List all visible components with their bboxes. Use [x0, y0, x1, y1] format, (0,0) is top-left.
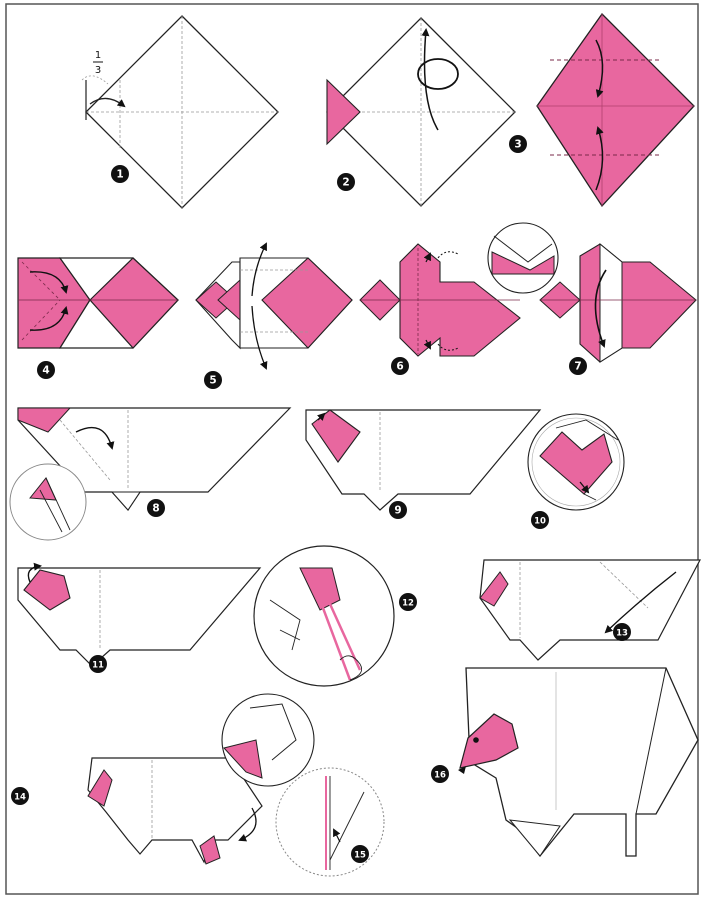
step-badge-1: 1: [111, 165, 129, 183]
sheep-eye: [473, 737, 479, 743]
step-badge-14: 14: [11, 787, 29, 805]
step-number-10: 10: [534, 517, 546, 527]
step-number-8: 8: [152, 503, 159, 515]
step-6-detail-circle: [488, 223, 558, 293]
step-badge-8: 8: [147, 499, 165, 517]
step-badge-3: 3: [509, 135, 527, 153]
step-badge-6: 6: [391, 357, 409, 375]
fraction-numerator: 1: [95, 50, 101, 61]
step-badge-10: 10: [531, 511, 549, 529]
step-8-detail-circle: [10, 464, 86, 540]
step-badge-2: 2: [337, 173, 355, 191]
step-10-detail-circle: [528, 414, 624, 510]
step-number-12: 12: [402, 599, 414, 609]
step-number-3: 3: [514, 139, 521, 151]
step-number-5: 5: [209, 375, 216, 387]
step-number-6: 6: [396, 361, 403, 373]
step-12-detail-circle: [254, 546, 394, 686]
step-badge-5: 5: [204, 371, 222, 389]
step-badge-12: 12: [399, 593, 417, 611]
step-number-2: 2: [342, 177, 349, 189]
fraction-denominator: 3: [95, 65, 101, 76]
step-badge-13: 13: [613, 623, 631, 641]
step-badge-7: 7: [569, 357, 587, 375]
step-number-15: 15: [354, 851, 366, 861]
step-number-14: 14: [14, 793, 26, 803]
step-number-1: 1: [116, 169, 123, 181]
step-badge-4: 4: [37, 361, 55, 379]
step-badge-15: 15: [351, 845, 369, 863]
step-14-detail-circle: [222, 694, 314, 786]
step-15-detail-circle: [276, 768, 384, 876]
step-number-7: 7: [574, 361, 581, 373]
step-number-9: 9: [394, 505, 401, 517]
step-number-4: 4: [42, 365, 49, 377]
step-badge-9: 9: [389, 501, 407, 519]
step-number-16: 16: [434, 771, 446, 781]
step-number-13: 13: [616, 629, 628, 639]
step-badge-11: 11: [89, 655, 107, 673]
step-number-11: 11: [92, 661, 104, 671]
step-badge-16: 16: [431, 765, 449, 783]
